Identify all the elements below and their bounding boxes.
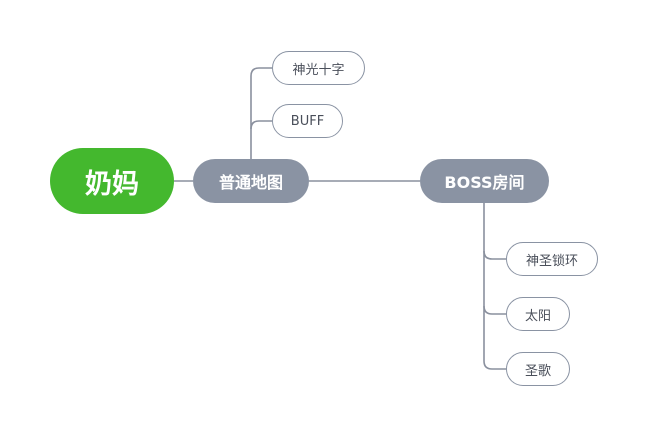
leaf-node-label: 神圣锁环 [525,253,578,269]
connector-boss-room-to-leaf-3 [483,305,506,315]
leaf-node-holy-chain[interactable]: 神圣锁环 [506,242,598,276]
leaf-node-label: BUFF [290,113,325,129]
root-node-label: 奶妈 [85,168,139,200]
connector-boss-room-to-leaf-2 [483,250,506,260]
leaf-node-buff[interactable]: BUFF [272,104,343,138]
connector-normal-map-to-leaf-1 [250,67,272,159]
leaf-node-holy-cross[interactable]: 神光十字 [272,51,365,85]
branch-node-boss-room[interactable]: BOSS房间 [420,159,549,203]
branch-node-label: 普通地图 [218,173,283,192]
leaf-node-hymn[interactable]: 圣歌 [506,352,570,386]
leaf-node-sun[interactable]: 太阳 [506,297,570,331]
branch-node-normal-map[interactable]: 普通地图 [193,159,309,203]
branch-node-label: BOSS房间 [444,173,525,192]
leaf-node-label: 圣歌 [524,363,551,379]
leaf-node-label: 神光十字 [292,62,345,78]
leaf-node-label: 太阳 [524,308,551,324]
root-node[interactable]: 奶妈 [50,148,174,214]
connector-boss-room-to-leaf-1 [483,203,506,370]
connector-normal-map-to-leaf-2 [250,120,272,130]
